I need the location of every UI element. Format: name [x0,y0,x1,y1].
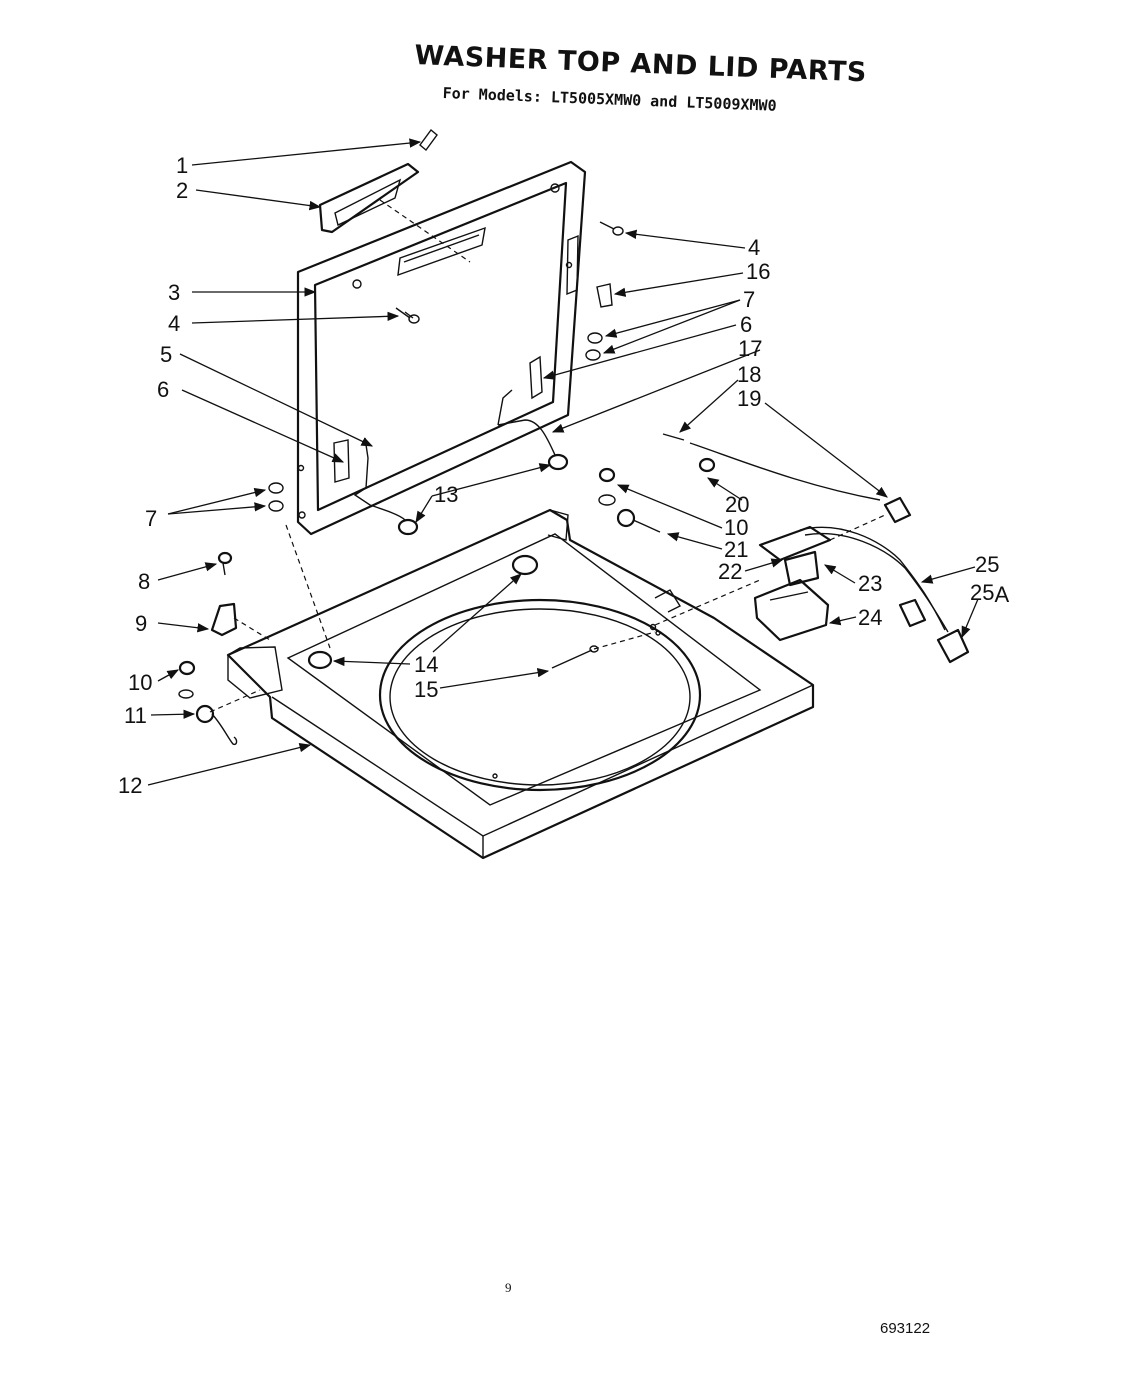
lid-switch-assembly [654,496,970,664]
bumpers-and-screw [307,554,656,670]
callout-21: 21 [724,537,748,562]
hinge-alignment-line [285,524,331,649]
callout-6-left: 6 [157,377,169,402]
page-number: 9 [505,1280,512,1295]
callout-2: 2 [176,178,188,203]
lid-handle [318,128,471,263]
callout-23: 23 [858,571,882,596]
callout-13: 13 [434,482,458,507]
callout-7-left: 7 [145,506,157,531]
washer-top-panel [226,508,815,860]
callout-19: 19 [737,386,761,411]
callout-12: 12 [118,773,142,798]
callout-8: 8 [138,569,150,594]
callout-16: 16 [746,259,770,284]
callout-25: 25 [975,552,999,577]
callout-11: 11 [124,703,147,728]
callout-24: 24 [858,605,882,630]
callout-labels: 1 2 3 4 4 5 6 6 7 7 8 9 10 10 11 12 13 1… [118,153,1009,798]
callout-4-right: 4 [748,235,760,260]
callout-4-left: 4 [168,311,180,336]
callout-15: 15 [414,677,438,702]
callout-10-left: 10 [128,670,152,695]
callout-9: 9 [135,611,147,636]
callout-6-right: 6 [740,312,752,337]
callout-7-right: 7 [743,287,755,312]
callout-25a: 25A [970,580,1009,607]
callout-17: 17 [738,336,762,361]
hinge-hardware-left [178,551,271,746]
callout-5: 5 [160,342,172,367]
callout-20: 20 [725,492,749,517]
callout-3: 3 [168,280,180,305]
callout-18: 18 [737,362,761,387]
callout-1: 1 [176,153,188,178]
callout-14: 14 [414,652,438,677]
figure-number: 693122 [880,1320,931,1337]
callout-22: 22 [718,559,742,584]
lid-frame [268,160,624,536]
callout-10-right: 10 [724,515,748,540]
hinge-hardware-right [598,433,881,533]
leader-lines [147,138,979,786]
